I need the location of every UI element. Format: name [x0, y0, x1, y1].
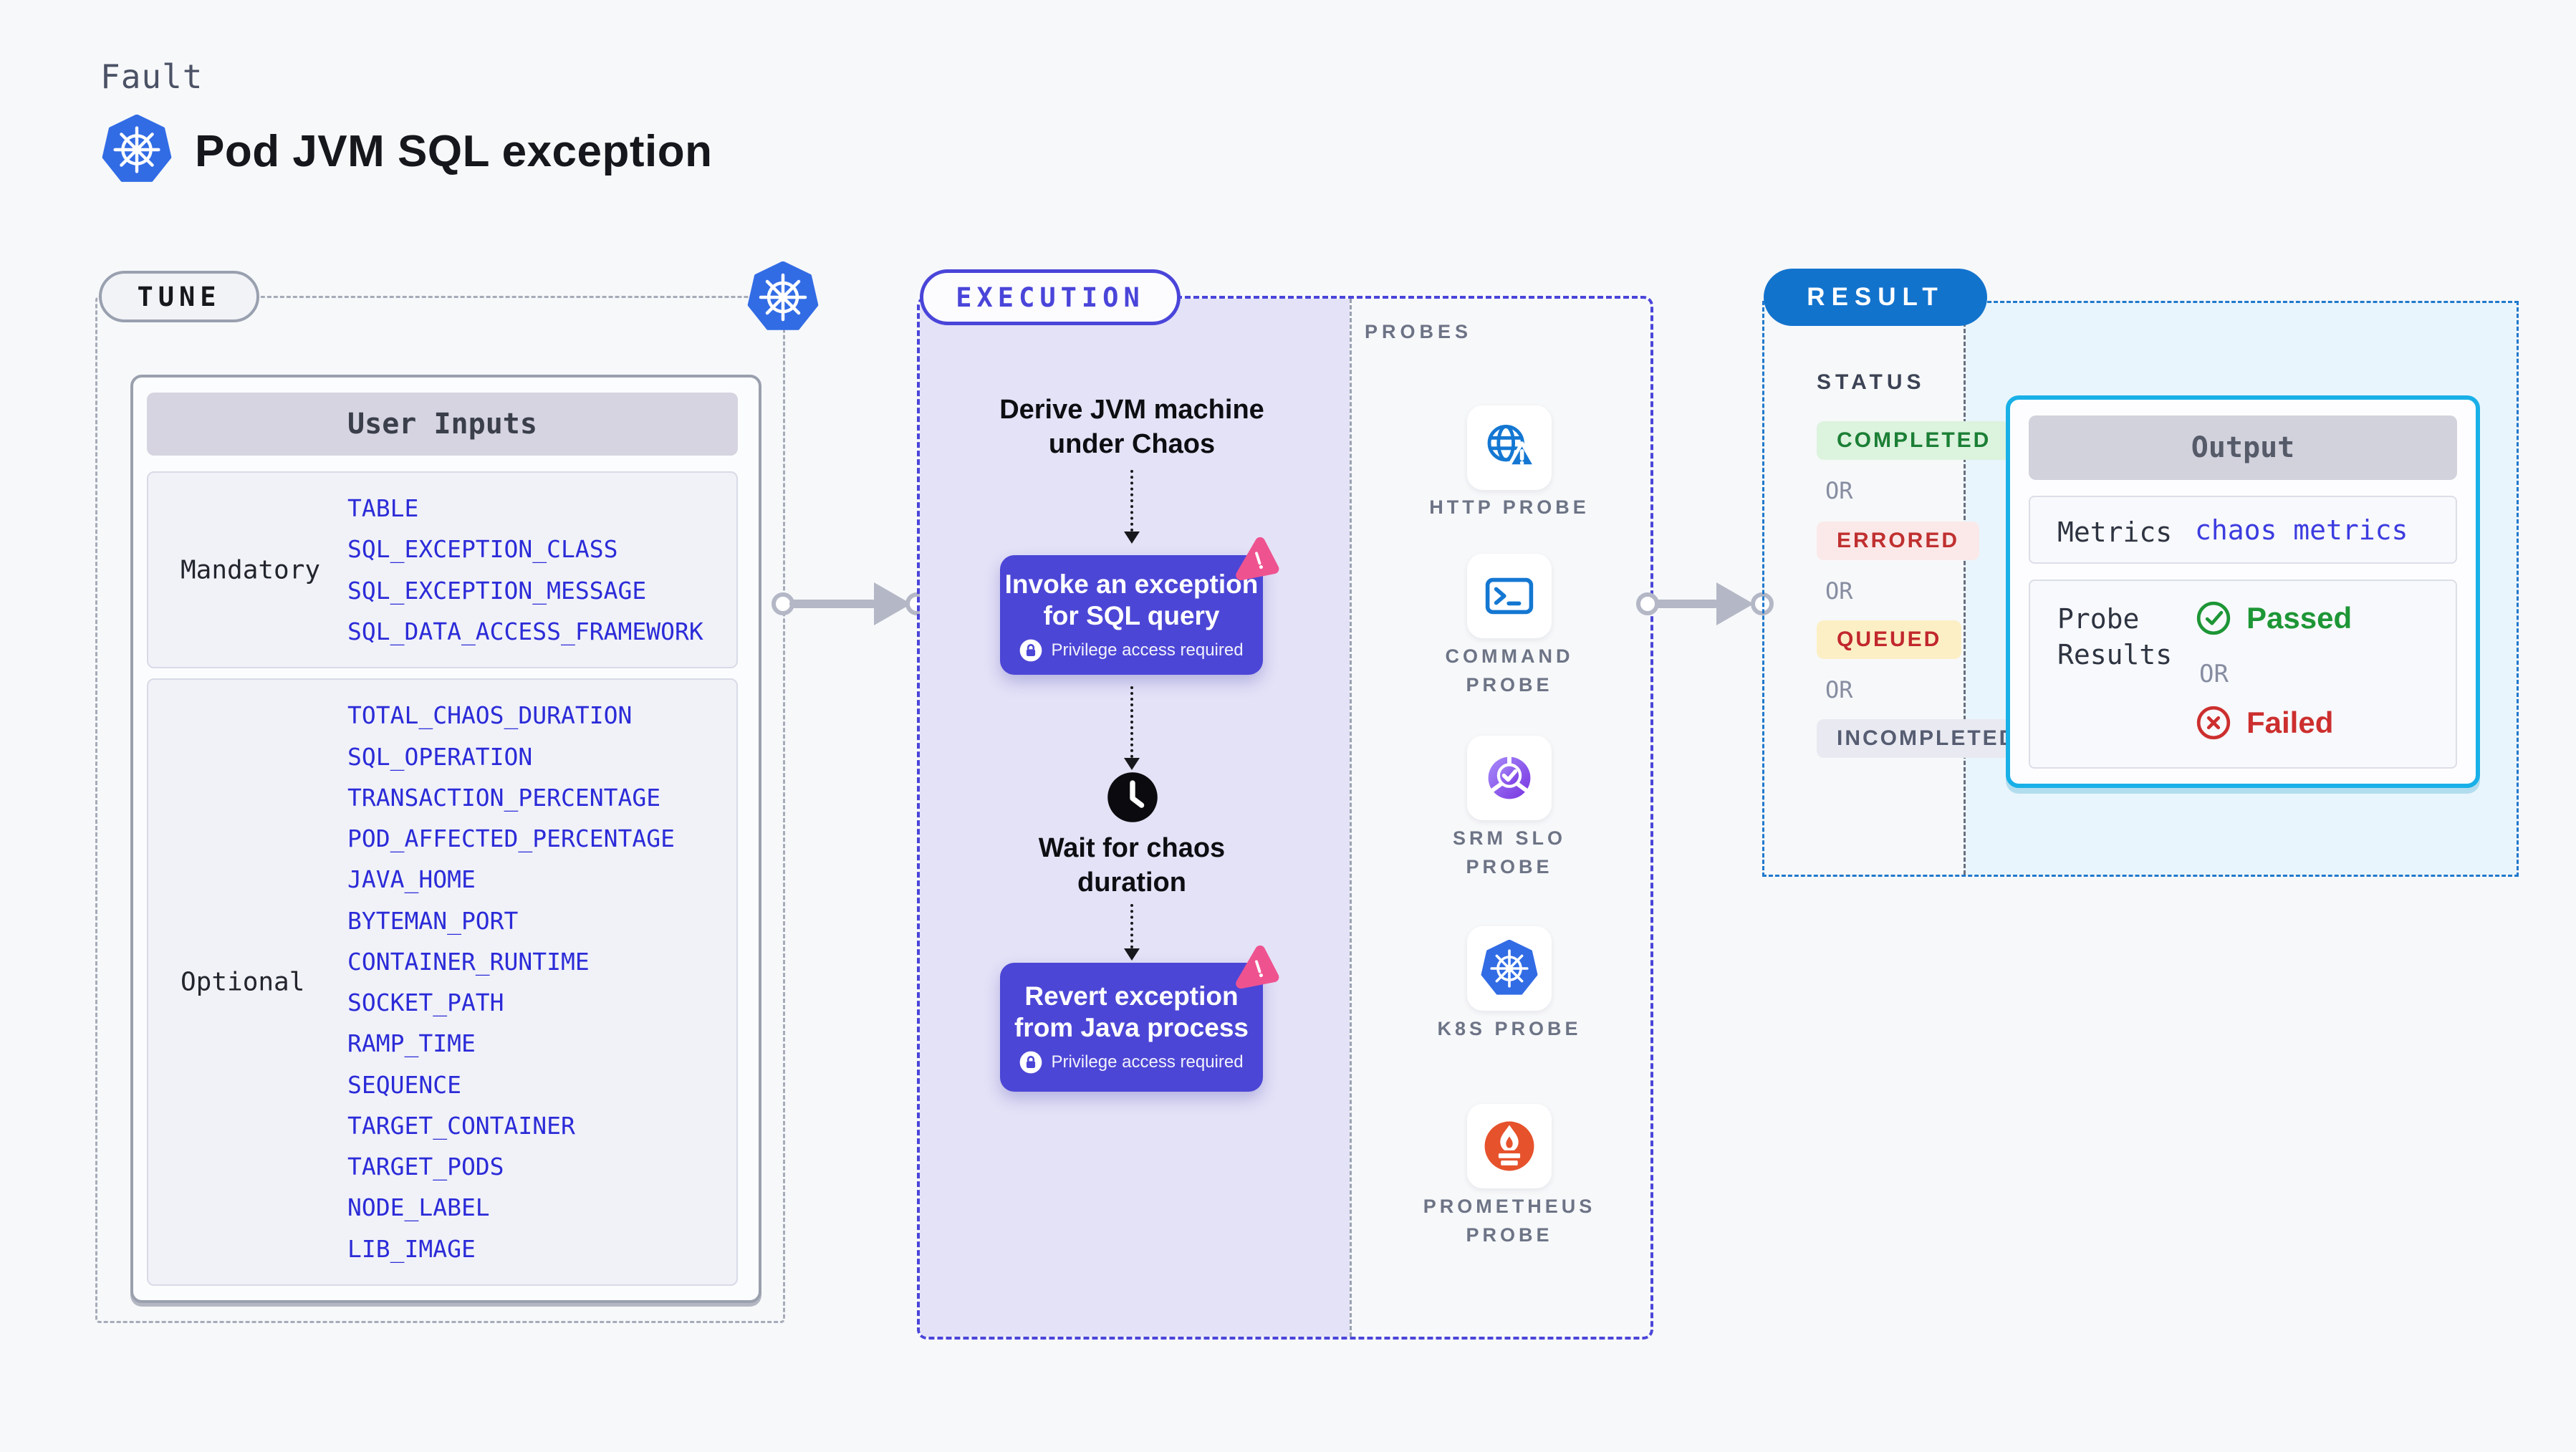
- metrics-row: Metrics chaos metrics: [2029, 496, 2457, 564]
- chaos-icon: [1234, 944, 1279, 990]
- input-env-var: JAVA_HOME: [347, 865, 476, 894]
- status-badge-completed: COMPLETED: [1817, 421, 2012, 460]
- flow-arrow-head: [874, 582, 911, 625]
- output-header: Output: [2029, 415, 2457, 480]
- input-env-var: BYTEMAN_PORT: [347, 906, 519, 935]
- clock-icon: [1106, 771, 1159, 824]
- probe-label: PROMETHEUS PROBE: [1423, 1196, 1596, 1246]
- input-env-var: POD_AFFECTED_PERCENTAGE: [347, 824, 675, 853]
- privilege-note: Privilege access required: [1019, 1051, 1244, 1074]
- lock-icon: [1019, 1051, 1042, 1074]
- x-circle-icon: [2195, 704, 2232, 741]
- probes-title: PROBES: [1365, 321, 1473, 342]
- input-env-var: SQL_EXCEPTION_CLASS: [347, 535, 618, 564]
- probe-card-command: [1467, 554, 1552, 638]
- slo-donut-icon: [1479, 748, 1539, 808]
- invoke-step-box: Invoke an exception for SQL query Privil…: [1000, 555, 1263, 675]
- probe-results-row: Probe Results Passed OR Failed: [2029, 580, 2457, 769]
- flow-dotted-line: [1130, 904, 1133, 948]
- metrics-label: Metrics: [2057, 516, 2173, 548]
- user-inputs-header: User Inputs: [147, 393, 738, 456]
- input-env-var: TRANSACTION_PERCENTAGE: [347, 783, 661, 812]
- tune-badge: TUNE: [99, 271, 259, 322]
- input-env-var: TARGET_PODS: [347, 1153, 504, 1181]
- kubernetes-icon: [1481, 940, 1538, 997]
- chaos-icon: [1234, 536, 1279, 582]
- input-env-var: CONTAINER_RUNTIME: [347, 947, 590, 976]
- lock-icon: [1019, 639, 1042, 662]
- kubernetes-icon: [102, 115, 172, 185]
- input-env-var: NODE_LABEL: [347, 1193, 490, 1222]
- user-inputs-title: User Inputs: [347, 408, 537, 441]
- globe-alert-icon: [1481, 419, 1538, 476]
- probe-label: HTTP PROBE: [1429, 496, 1590, 518]
- input-env-var: TOTAL_CHAOS_DURATION: [347, 701, 633, 730]
- flow-arrow: [1655, 600, 1719, 608]
- flow-dotted-arrowhead: [1124, 758, 1140, 770]
- flow-dotted-arrowhead: [1124, 948, 1140, 961]
- mandatory-label: Mandatory: [181, 555, 321, 585]
- wait-step-text: Wait for chaos duration: [1038, 833, 1226, 898]
- kubernetes-icon: [747, 261, 819, 333]
- status-badge-errored: ERRORED: [1817, 521, 1980, 560]
- or-label: OR: [1825, 676, 1853, 703]
- optional-inputs-card: Optional TOTAL_CHAOS_DURATION SQL_OPERAT…: [147, 678, 738, 1286]
- probe-result-passed: Passed: [2195, 600, 2352, 637]
- flow-arrow: [789, 600, 877, 608]
- invoke-step-title: Invoke an exception for SQL query: [1004, 569, 1259, 630]
- flow-arrow-head: [1716, 582, 1754, 625]
- flow-dotted-line: [1130, 686, 1133, 758]
- or-label: OR: [1825, 477, 1853, 504]
- terminal-icon: [1481, 567, 1538, 625]
- result-badge: RESULT: [1764, 269, 1987, 326]
- input-env-var: RAMP_TIME: [347, 1029, 476, 1058]
- probe-card-http: [1467, 405, 1552, 490]
- flow-dotted-line: [1130, 470, 1133, 532]
- metrics-value: chaos metrics: [2195, 514, 2408, 546]
- status-badge-queued: QUEUED: [1817, 620, 1962, 659]
- or-label: OR: [2199, 660, 2229, 688]
- input-env-var: SQL_OPERATION: [347, 742, 533, 771]
- fault-kicker: Fault: [100, 57, 203, 96]
- probe-card-srm-slo: [1467, 736, 1552, 820]
- result-badge-label: RESULT: [1807, 283, 1944, 311]
- probe-card-k8s: [1467, 926, 1552, 1011]
- input-env-var: TABLE: [347, 494, 419, 523]
- probe-label: SRM SLO PROBE: [1452, 827, 1566, 878]
- input-env-var: SQL_DATA_ACCESS_FRAMEWORK: [347, 617, 703, 645]
- probe-label: COMMAND PROBE: [1445, 645, 1574, 696]
- check-circle-icon: [2195, 600, 2232, 637]
- probes-divider: [1350, 299, 1352, 1337]
- tune-badge-label: TUNE: [137, 281, 221, 312]
- derive-step-text: Derive JVM machine under Chaos: [999, 395, 1264, 459]
- probe-card-prometheus: [1467, 1104, 1552, 1188]
- mandatory-inputs-card: Mandatory TABLE SQL_EXCEPTION_CLASS SQL_…: [147, 471, 738, 668]
- revert-step-box: Revert exception from Java process Privi…: [1000, 963, 1263, 1092]
- result-divider: [1964, 303, 1966, 875]
- revert-step-title: Revert exception from Java process: [1014, 981, 1249, 1042]
- flow-dotted-arrowhead: [1124, 532, 1140, 544]
- execution-badge: EXECUTION: [920, 269, 1181, 325]
- probe-result-failed: Failed: [2195, 704, 2333, 741]
- page-title: Pod JVM SQL exception: [195, 127, 713, 176]
- execution-badge-label: EXECUTION: [956, 282, 1145, 313]
- input-env-var: TARGET_CONTAINER: [347, 1111, 575, 1140]
- or-label: OR: [1825, 577, 1853, 605]
- input-env-var: SEQUENCE: [347, 1070, 461, 1099]
- input-env-var: SQL_EXCEPTION_MESSAGE: [347, 576, 647, 605]
- probe-label: K8S PROBE: [1437, 1018, 1582, 1039]
- probe-results-label: Probe Results: [2057, 603, 2173, 670]
- input-env-var: LIB_IMAGE: [347, 1234, 476, 1263]
- output-title: Output: [2191, 431, 2295, 464]
- status-title: STATUS: [1817, 370, 1926, 394]
- status-badge-incompleted: INCOMPLETED: [1817, 719, 2037, 758]
- prometheus-icon: [1479, 1116, 1539, 1176]
- input-env-var: SOCKET_PATH: [347, 989, 504, 1017]
- tune-section-box: [95, 296, 785, 1323]
- optional-label: Optional: [181, 967, 305, 997]
- privilege-note: Privilege access required: [1019, 639, 1244, 662]
